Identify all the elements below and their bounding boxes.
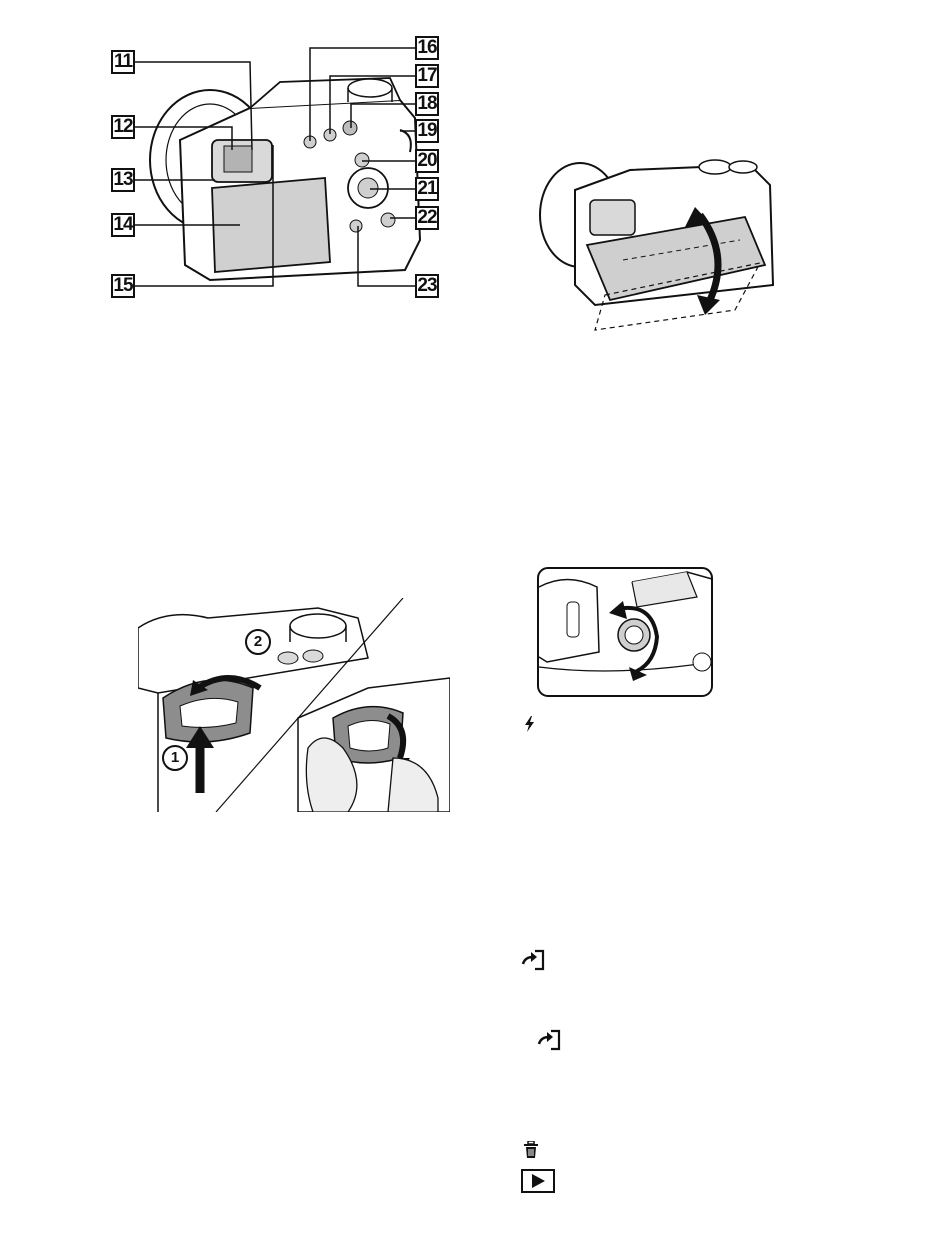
callout-19: 19 [415,119,439,143]
callout-17: 17 [415,64,439,88]
diopter-adjustment-illustration [537,567,713,697]
tilting-monitor-illustration [535,145,785,335]
send-to-smartphone-icon [537,1028,563,1057]
diopter-adjustment-figure [537,567,713,697]
callout-16: 16 [415,36,439,60]
callout-18: 18 [415,92,439,116]
step-1-marker: 1 [162,745,188,771]
callout-15: 15 [111,274,135,298]
callout-22: 22 [415,206,439,230]
eyecup-removal-figure: 1 2 [138,598,450,812]
playback-icon [521,1169,555,1198]
callout-leader-lines [0,0,950,340]
trash-icon [523,1141,539,1164]
callout-13: 13 [111,168,135,192]
flash-icon [523,716,537,737]
callout-12: 12 [111,115,135,139]
step-2-marker: 2 [245,629,271,655]
callout-20: 20 [415,149,439,173]
callout-23: 23 [415,274,439,298]
callout-14: 14 [111,213,135,237]
eyecup-removal-illustration [138,598,450,812]
callout-11: 11 [111,50,135,74]
callout-21: 21 [415,177,439,201]
tilting-monitor-figure [535,145,785,335]
send-to-smartphone-icon [521,948,547,977]
